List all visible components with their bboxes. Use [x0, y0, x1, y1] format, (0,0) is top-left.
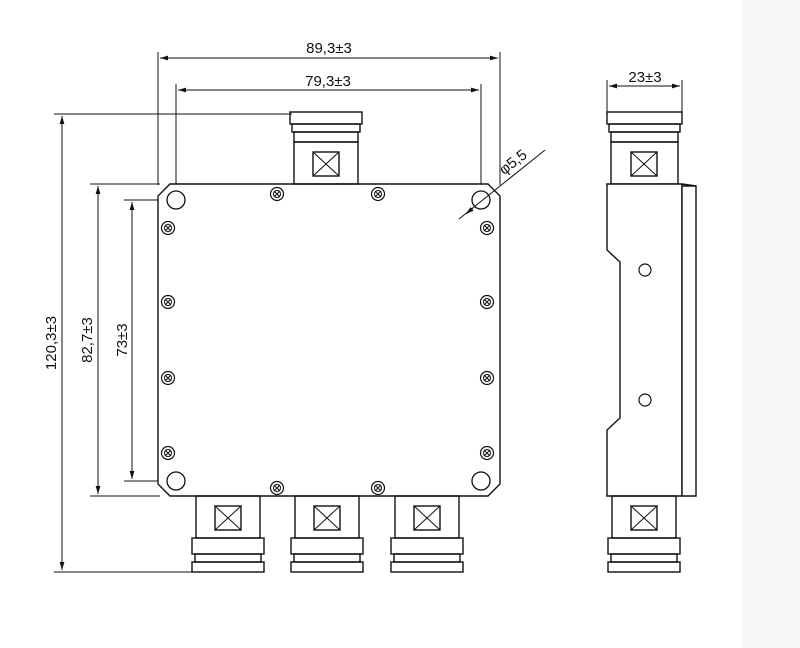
side-body — [606, 183, 683, 497]
screw — [160, 220, 176, 236]
screw — [160, 370, 176, 386]
thickness-label: 23±3 — [628, 69, 661, 86]
screw — [160, 445, 176, 461]
mounting-hole — [166, 190, 186, 210]
body-height-label: 82,7±3 — [79, 317, 96, 363]
side-hole — [638, 393, 652, 407]
screw — [479, 370, 495, 386]
hole-vertical-spacing-label: 73±3 — [114, 323, 131, 356]
screw — [479, 445, 495, 461]
overall-height-label: 120,3±3 — [43, 316, 60, 370]
page-margin-strip — [742, 0, 800, 648]
screw — [479, 220, 495, 236]
body-height-dimension: 82,7±3 — [79, 183, 160, 497]
side-bottom-connector — [607, 495, 681, 573]
output-connector-3 — [390, 495, 464, 573]
screw — [269, 186, 285, 202]
hole-spacing-label: 79,3±3 — [305, 73, 351, 90]
mounting-hole — [471, 471, 491, 491]
side-lid — [681, 185, 697, 497]
front-view: 89,3±3 79,3±3 120,3±3 82,7±3 — [43, 40, 546, 573]
side-hole — [638, 263, 652, 277]
side-top-connector — [606, 111, 683, 185]
thickness-dimension: 23±3 — [606, 69, 683, 114]
mounting-hole — [166, 471, 186, 491]
screw — [269, 480, 285, 496]
screw — [370, 186, 386, 202]
screw — [479, 294, 495, 310]
output-connector-2 — [290, 495, 364, 573]
hole-diameter-label: φ5,5 — [496, 146, 531, 178]
input-connector — [289, 111, 363, 185]
overall-width-dimension: 89,3±3 — [157, 40, 501, 185]
overall-height-dimension: 120,3±3 — [43, 113, 292, 573]
output-connectors — [191, 495, 464, 573]
side-view: 23±3 — [606, 69, 697, 573]
output-connector-1 — [191, 495, 265, 573]
screw — [370, 480, 386, 496]
overall-width-label: 89,3±3 — [306, 40, 352, 57]
screw — [160, 294, 176, 310]
hole-spacing-dimension: 79,3±3 — [175, 73, 482, 200]
hole-diameter-callout: φ5,5 — [458, 146, 546, 220]
splitter-body — [157, 183, 501, 497]
